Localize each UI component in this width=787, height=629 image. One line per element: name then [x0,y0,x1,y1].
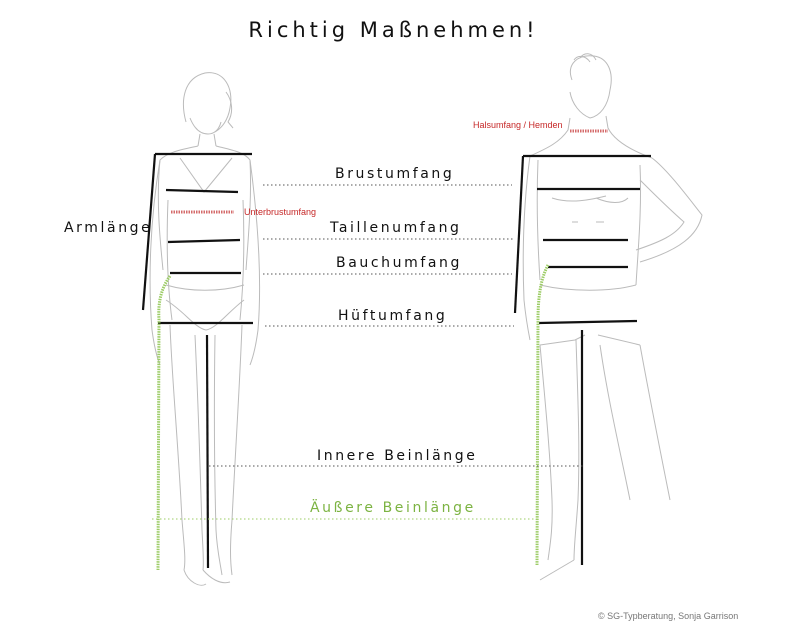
label-armlaenge: Armlänge [64,220,153,236]
page-title: Richtig Maßnehmen! [248,18,539,42]
male-measure-lines [513,154,651,565]
female-figure [149,72,261,586]
label-bauchumfang: Bauchumfang [336,255,463,271]
label-halsumfang: Halsumfang / Hemden [473,120,563,130]
label-aeussere-beinlaenge: Äußere Beinlänge [310,500,476,516]
female-outer-leg-line [156,275,172,571]
label-unterbrustumfang: Unterbrustumfang [244,207,317,217]
male-outer-leg-line [535,264,550,566]
dotted-guides [209,184,585,467]
female-measure-lines [141,152,253,569]
label-brustumfang: Brustumfang [335,166,455,182]
copyright: © SG-Typberatung, Sonja Garrison [598,611,739,621]
male-figure [522,53,703,581]
label-taillenumfang: Taillenumfang [330,220,462,236]
label-hueftumfang: Hüftumfang [338,308,448,324]
label-innere-beinlaenge: Innere Beinlänge [317,448,478,464]
